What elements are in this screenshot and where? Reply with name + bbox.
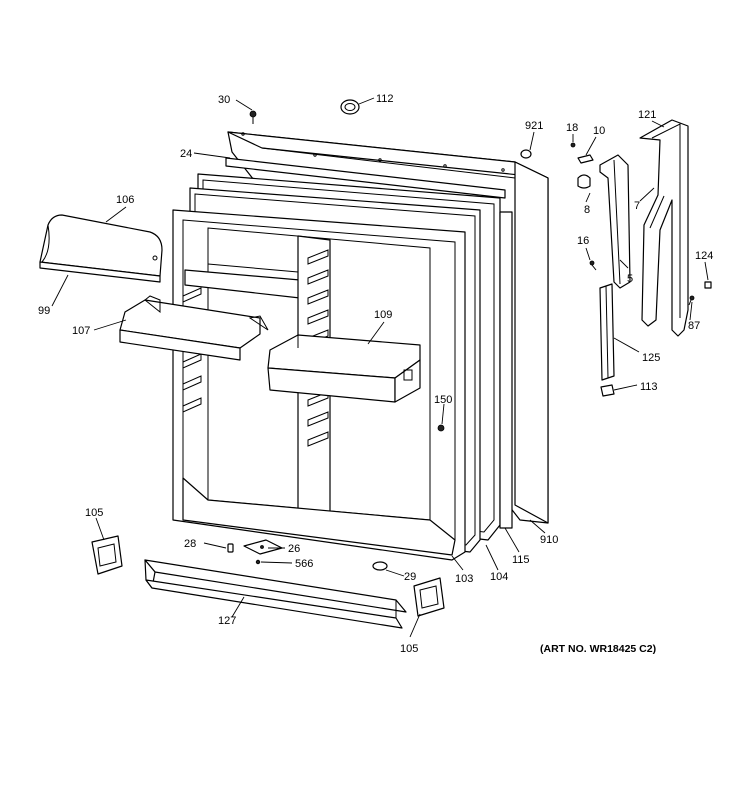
foam-strip xyxy=(499,211,513,529)
cap-112 xyxy=(340,99,360,115)
art-number: (ART NO. WR18425 C2) xyxy=(540,643,656,655)
part-28 xyxy=(227,543,234,553)
door-shelf-bin-109 xyxy=(267,334,421,403)
handle-trim-125 xyxy=(599,283,615,381)
callout-labels: 30 112 921 18 10 121 24 106 8 7 16 5 124… xyxy=(38,93,713,655)
callout-5: 5 xyxy=(627,273,633,285)
plug-29 xyxy=(372,561,388,571)
end-cap-105-left xyxy=(91,535,123,575)
callout-105-left: 105 xyxy=(85,507,103,519)
callout-150: 150 xyxy=(434,394,452,406)
callout-87: 87 xyxy=(688,320,700,332)
bottom-trim-127 xyxy=(144,559,407,629)
callout-113: 113 xyxy=(640,381,658,393)
callout-24: 24 xyxy=(180,148,192,160)
clip-150 xyxy=(437,424,445,432)
callout-105-right: 105 xyxy=(400,643,418,655)
callout-99: 99 xyxy=(38,305,50,317)
callout-104: 104 xyxy=(490,571,508,583)
callout-112: 112 xyxy=(376,93,394,105)
callout-125: 125 xyxy=(642,352,660,364)
plate-26 xyxy=(243,539,283,555)
callout-107: 107 xyxy=(72,325,90,337)
callout-921: 921 xyxy=(525,120,543,132)
callout-16: 16 xyxy=(577,235,589,247)
callout-7: 7 xyxy=(634,200,640,212)
screw-124 xyxy=(704,281,712,289)
callout-29: 29 xyxy=(404,571,416,583)
callout-115: 115 xyxy=(512,554,530,566)
breaker-strip xyxy=(225,157,506,199)
hinge-parts xyxy=(570,142,631,289)
callout-106: 106 xyxy=(116,194,134,206)
callout-28: 28 xyxy=(184,538,196,550)
callout-121: 121 xyxy=(638,109,656,121)
door-shelf-bin-107 xyxy=(119,295,269,361)
leader-lines xyxy=(51,97,709,638)
callout-10: 10 xyxy=(593,125,605,137)
callout-30: 30 xyxy=(218,94,230,106)
screw-30 xyxy=(249,110,257,124)
end-cap-105-right xyxy=(413,577,445,617)
callout-8: 8 xyxy=(584,204,590,216)
callout-566: 566 xyxy=(295,558,313,570)
callout-124: 124 xyxy=(695,250,713,262)
screw-87 xyxy=(688,295,695,306)
callout-910: 910 xyxy=(540,534,558,546)
cap-113 xyxy=(600,384,615,397)
callout-109: 109 xyxy=(374,309,392,321)
callout-103: 103 xyxy=(455,573,473,585)
dairy-door xyxy=(39,214,163,283)
screw-566 xyxy=(255,559,261,565)
plug-921 xyxy=(520,149,532,159)
center-shelf-notches xyxy=(307,249,329,447)
callout-127: 127 xyxy=(218,615,236,627)
callout-18: 18 xyxy=(566,122,578,134)
door-handle xyxy=(639,119,689,337)
callout-26: 26 xyxy=(288,543,300,555)
